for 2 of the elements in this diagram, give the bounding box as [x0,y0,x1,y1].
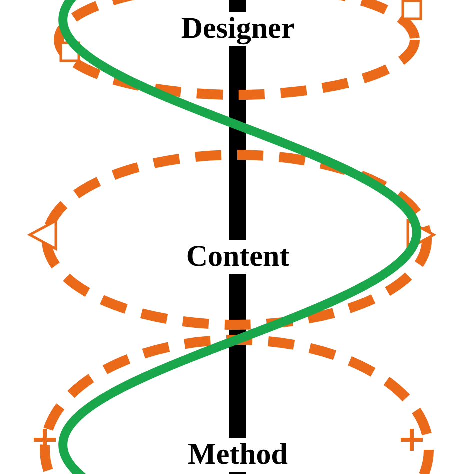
axis-label: Method [186,438,290,472]
axis-label: Designer [179,12,297,46]
